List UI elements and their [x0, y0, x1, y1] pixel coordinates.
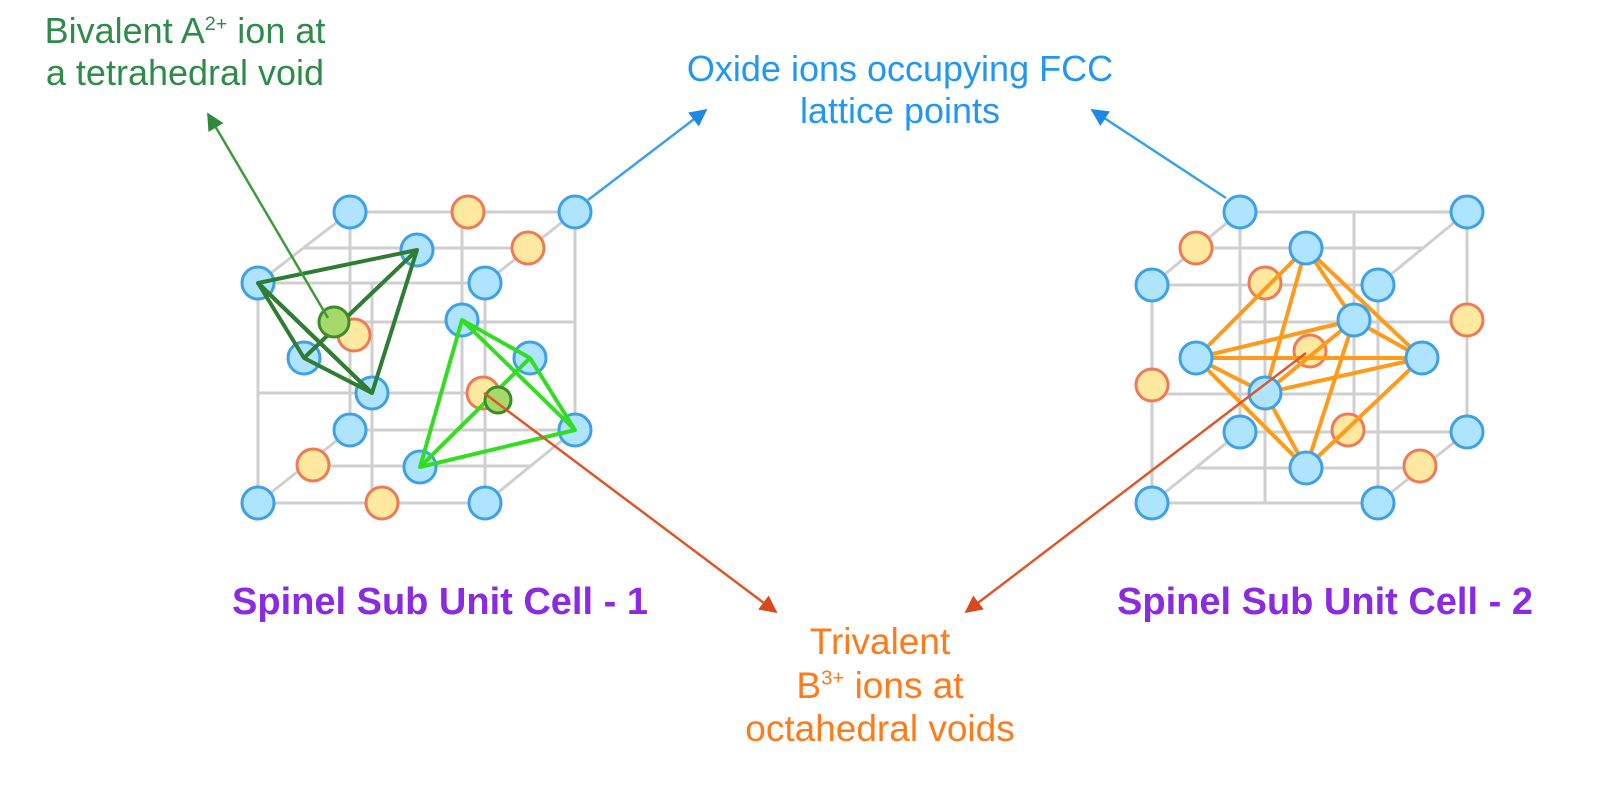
oxide-ions-label: Oxide ions occupying FCC lattice points: [600, 48, 1200, 133]
b-ion: [1402, 448, 1438, 484]
b-ion: [1292, 333, 1328, 369]
oxide-ion: [1336, 302, 1372, 338]
oxide-ion: [467, 265, 503, 301]
bivalent-ion-label: Bivalent A2+ ion at a tetrahedral void: [0, 10, 370, 95]
arrow-to-oxide-label-right: [1090, 108, 1227, 200]
b-ion: [1178, 230, 1214, 266]
trivalent-label-line3: octahedral voids: [745, 708, 1015, 750]
pointer-arrows: [206, 108, 1307, 614]
oxide-ion: [240, 485, 276, 521]
trivalent-ions-label: Trivalent B3+ ions at octahedral voids: [680, 620, 1080, 751]
b-ion: [364, 485, 400, 521]
oxide-ion: [1360, 485, 1396, 521]
tetrahedron-dark: [256, 248, 419, 395]
arrow-to-oxide-label-left: [587, 108, 708, 201]
oxide-ion: [1247, 375, 1283, 411]
oxide-label-line2: lattice points: [799, 90, 1001, 132]
oxide-ion: [1222, 194, 1258, 230]
oxide-ion: [1449, 414, 1485, 450]
cell-1-title: Spinel Sub Unit Cell - 1: [232, 581, 648, 623]
oxide-ion: [1360, 267, 1396, 303]
bivalent-label-line2: a tetrahedral void: [45, 52, 325, 94]
oxide-ion: [1288, 450, 1324, 486]
b-ion: [1449, 302, 1485, 338]
b-ions-cell-1: [295, 194, 546, 521]
oxide-label-line1: Oxide ions occupying FCC: [686, 48, 1114, 89]
bivalent-label-line1: Bivalent A2+ ion at: [44, 10, 326, 51]
b-ion: [450, 194, 486, 230]
arrow-to-trivalent-label-right: [964, 352, 1307, 614]
a-ion: [483, 385, 513, 415]
oxide-ion: [467, 485, 503, 521]
arrow-to-bivalent-label: [206, 112, 330, 319]
b-ion: [510, 230, 546, 266]
oxide-ion: [1178, 340, 1214, 376]
oxide-ion: [1222, 414, 1258, 450]
b-ion: [1247, 265, 1283, 301]
oxide-ion: [332, 194, 368, 230]
oxide-ion: [557, 194, 593, 230]
octahedron-vertex-ions: [1178, 230, 1440, 486]
cell-2-title: Spinel Sub Unit Cell - 2: [1117, 581, 1533, 623]
oxide-ions-cell-2: [1134, 194, 1485, 521]
oxide-ion: [1134, 267, 1170, 303]
oxide-ion: [1449, 194, 1485, 230]
trivalent-label-line2: B3+ ions at: [796, 664, 964, 706]
b-ion: [295, 447, 331, 483]
spinel-sub-unit-cell-2: [1134, 194, 1485, 521]
trivalent-label-line1: Trivalent: [809, 621, 951, 662]
oxide-ion: [1134, 485, 1170, 521]
tetrahedron-light: [418, 318, 577, 469]
oxide-ion: [1288, 230, 1324, 266]
arrow-to-trivalent-label-left: [483, 392, 778, 614]
spinel-sub-unit-cell-1: [240, 194, 593, 521]
b-ion: [1134, 367, 1170, 403]
oxide-ion: [332, 412, 368, 448]
oxide-ion: [1404, 340, 1440, 376]
